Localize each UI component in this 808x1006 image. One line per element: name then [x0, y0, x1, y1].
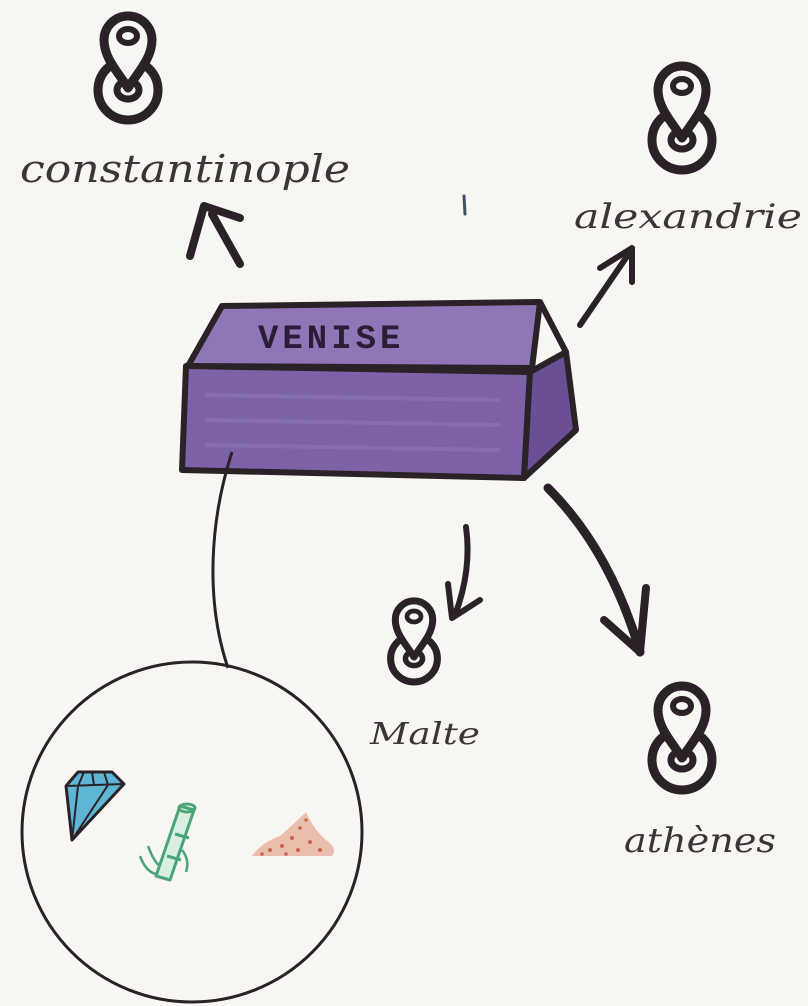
- arrow-to-alexandrie: [580, 248, 632, 325]
- label-alexandrie: alexandrie: [574, 197, 802, 237]
- venise-box: VENISE: [182, 302, 576, 478]
- bamboo-icon: [140, 804, 195, 880]
- location-pin-malte: [391, 601, 438, 682]
- arrow-to-malte: [448, 527, 480, 618]
- goods-connector-line: [213, 452, 232, 668]
- location-pin-alexandrie: alexandrie: [574, 66, 802, 237]
- box-side-face: [524, 352, 576, 478]
- box-label: VENISE: [258, 321, 404, 359]
- label-constantinople: constantinople: [20, 147, 350, 191]
- goods-circle: [22, 662, 362, 1002]
- arrow-to-athenes: [548, 488, 646, 652]
- gem-icon: [66, 772, 124, 840]
- location-pin-constantinople: constantinople: [20, 16, 350, 191]
- arrow-to-constantinople: [190, 206, 240, 264]
- spice-pile-icon: [252, 812, 334, 856]
- label-athenes: athènes: [624, 821, 776, 861]
- label-malte: Malte: [369, 717, 480, 752]
- stray-pen-mark: [464, 196, 465, 214]
- location-pin-athenes: athènes: [624, 686, 776, 861]
